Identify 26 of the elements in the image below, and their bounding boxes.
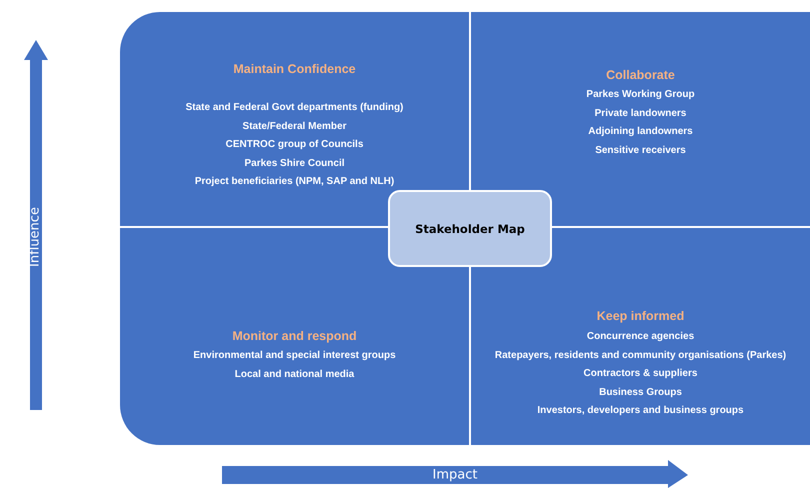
list-item: Project beneficiaries (NPM, SAP and NLH)	[194, 176, 394, 188]
list-item: State/Federal Member	[242, 120, 346, 132]
list-item: Concurrence agencies	[586, 331, 694, 343]
list-item: CENTROC group of Councils	[226, 139, 364, 151]
list-item: Local and national media	[234, 369, 354, 381]
list-item: Business Groups	[599, 386, 682, 398]
quadrant-heading: Maintain Confidence	[233, 62, 356, 77]
list-item: Private landowners	[594, 108, 686, 120]
list-item: Contractors & suppliers	[584, 368, 698, 380]
list-item: Parkes Shire Council	[244, 158, 345, 170]
list-item: Sensitive receivers	[595, 144, 686, 156]
center-box	[388, 190, 552, 267]
quadrant-heading: Keep informed	[596, 309, 684, 324]
list-item: Parkes Working Group	[586, 89, 695, 101]
quadrant-heading: Collaborate	[606, 68, 675, 83]
list-item: Investors, developers and business groups	[537, 405, 744, 417]
list-item: Environmental and special interest groups	[193, 350, 396, 362]
list-item: Adjoining landowners	[588, 126, 693, 138]
list-item: Ratepayers, residents and community organisations (Parkes)	[494, 350, 786, 362]
center-title: Stakeholder Map	[415, 222, 525, 236]
quadrant-panel	[120, 12, 469, 226]
axis-label: Impact	[432, 468, 478, 482]
quadrant-panel	[471, 12, 810, 226]
list-item: State and Federal Govt departments (funding)	[186, 102, 404, 114]
quadrant-heading: Monitor and respond	[232, 329, 357, 344]
axis-label: Influence	[28, 207, 42, 267]
